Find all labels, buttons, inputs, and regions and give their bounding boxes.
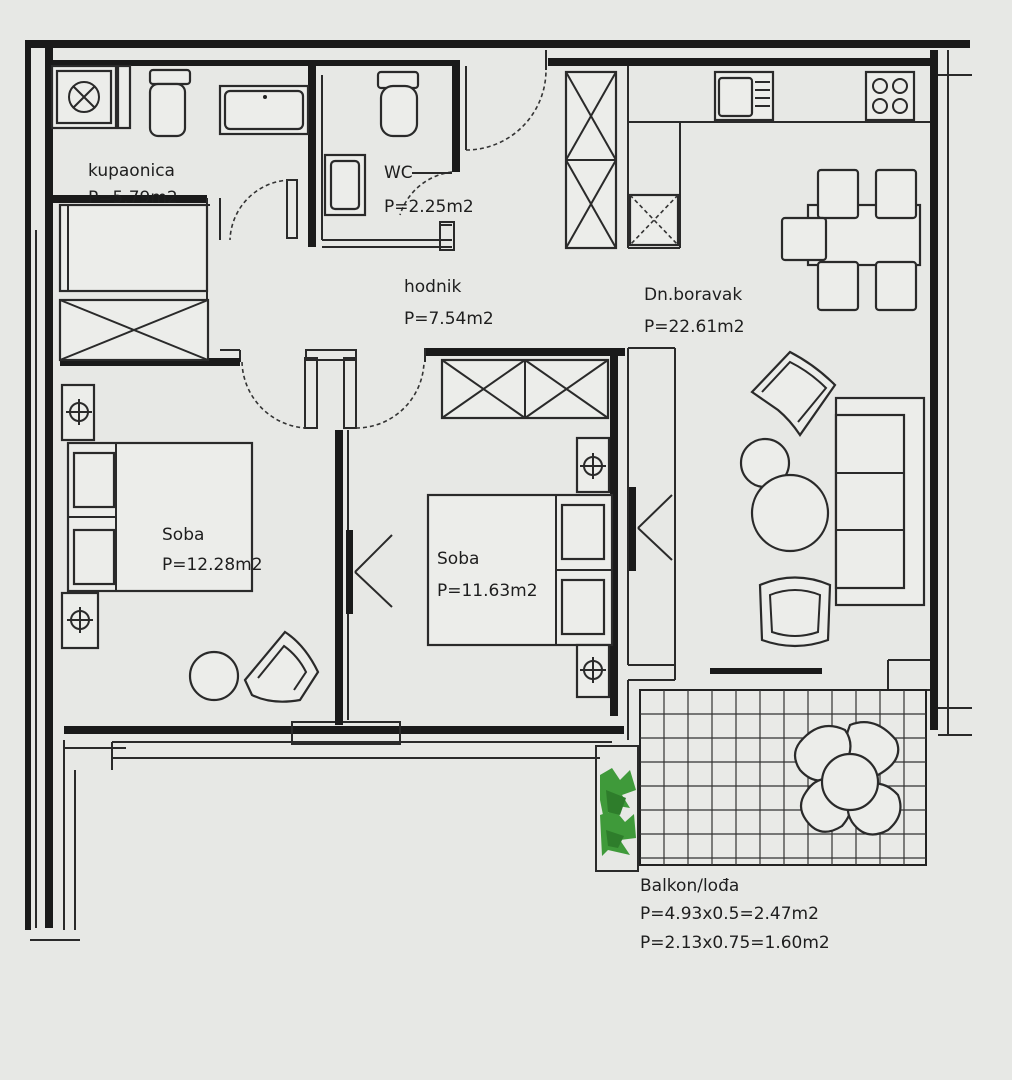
wall-bath-right [308,62,316,247]
balcony-area-1: P=4.93x0.5=2.47m2 [640,904,819,924]
wall-top-inner-right [548,58,938,66]
wall-top [25,40,970,48]
sink-icon [323,153,367,217]
stool-icon [188,650,240,702]
dining-table-icon [780,168,922,312]
wall-top-inner [50,60,460,66]
wall-bath-bottom [52,195,207,203]
wall-right [930,50,938,730]
room-name-hodnik: hodnik [404,277,461,297]
wall-bed1-top [60,358,240,366]
room-area-wc: P=2.25m2 [384,197,474,217]
room-area-soba-1: P=12.28m2 [162,555,263,575]
sink-icon [713,70,775,122]
room-name-kupaonica: kupaonica [88,161,175,181]
nightstand-icon [575,436,611,494]
wall-wc-right [452,62,460,172]
armchair-icon [758,576,832,648]
room-name-soba-2: Soba [437,549,479,569]
bathtub-icon [218,84,310,136]
nightstand-icon [575,643,611,699]
toilet-icon [148,68,192,138]
labels: kupaonica P=5.79m2 WC P=2.25m2 hodnik P=… [88,161,830,953]
doors [229,50,673,614]
room-name-dnevni-boravak: Dn.boravak [644,285,742,305]
wall-left-outer [25,40,31,930]
wall-bed2-top [425,348,625,356]
wardrobe-icon [564,70,618,250]
room-area-soba-2: P=11.63m2 [437,581,538,601]
coffee-table-icon [750,473,830,553]
balcony-area-2: P=2.13x0.75=1.60m2 [640,933,830,953]
room-name-wc: WC [384,163,413,183]
bed-icon [426,493,614,647]
stove-icon [864,70,916,122]
room-name-soba-1: Soba [162,525,204,545]
room-area-kupaonica: P=5.79m2 [88,188,178,208]
balcony-name: Balkon/lođa [640,876,739,896]
room-area-hodnik: P=7.54m2 [404,309,494,329]
wall-left-inner [45,48,53,928]
armchair-icon [750,350,837,437]
balcony [595,689,927,872]
boiler-icon [50,64,132,130]
wall-bottom [64,726,624,734]
toilet-icon [376,70,420,138]
sofa-icon [834,396,926,607]
washing-machine-icon [58,203,209,293]
outdoor-table-icon [793,721,902,836]
room-area-dnevni-boravak: P=22.61m2 [644,317,745,337]
chair-icon [243,630,320,703]
wall-living-bottom [710,668,822,674]
furniture [50,64,930,703]
bed-icon [66,441,254,593]
wardrobe-icon [58,298,210,362]
kitchen-counter [627,66,930,249]
wardrobe-icon [440,358,610,420]
plant-icon [600,768,636,856]
wall-bedrooms-divider [335,430,343,725]
nightstand-icon [60,591,100,650]
nightstand-icon [60,383,96,442]
wall-bed2-right [610,348,618,716]
